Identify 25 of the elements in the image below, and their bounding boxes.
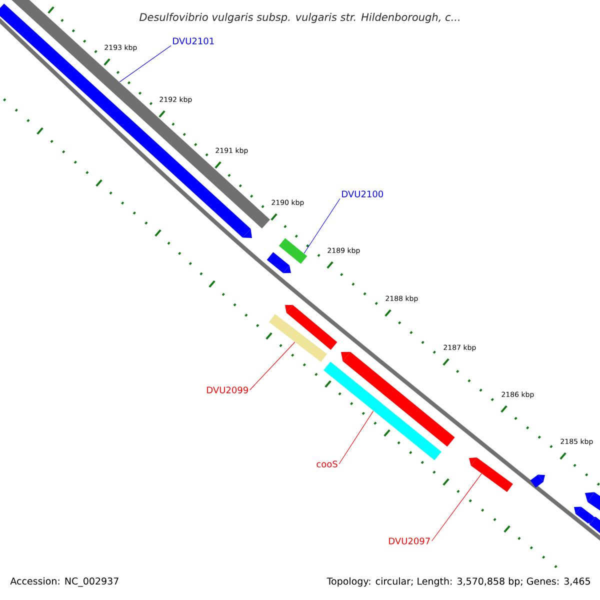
leader-line: [338, 410, 374, 464]
title: Desulfovibrio vulgaris subsp. vulgaris str. Hildenborough, c...: [140, 12, 460, 24]
accession-text: Accession: NC_002937: [10, 577, 118, 587]
leader-line: [250, 342, 296, 390]
gene-block: [285, 305, 338, 350]
gene-block: [0, 4, 252, 238]
gene-block: [324, 362, 442, 460]
gene-block: [266, 252, 291, 274]
gene-label: DVU2097: [389, 538, 430, 544]
leader-line: [119, 45, 172, 82]
gene-label: DVU2101: [173, 38, 214, 44]
gene-block: [588, 516, 600, 534]
gene-block: [341, 352, 455, 447]
gene-label: DVU2099: [207, 386, 248, 394]
leader-line: [432, 473, 482, 542]
genome-info-text: Topology: circular; Length: 3,570,858 bp; Genes: 3,465: [326, 577, 590, 587]
gene-block: [278, 238, 308, 264]
gene-block: [268, 314, 328, 362]
gene-block: [574, 506, 594, 524]
gene-block: [469, 458, 513, 492]
gene-label: cooS: [316, 460, 338, 468]
gene-block: [530, 474, 545, 488]
gene-block: [585, 492, 600, 511]
gene-label: DVU2100: [342, 190, 384, 198]
leader-line: [304, 198, 340, 254]
